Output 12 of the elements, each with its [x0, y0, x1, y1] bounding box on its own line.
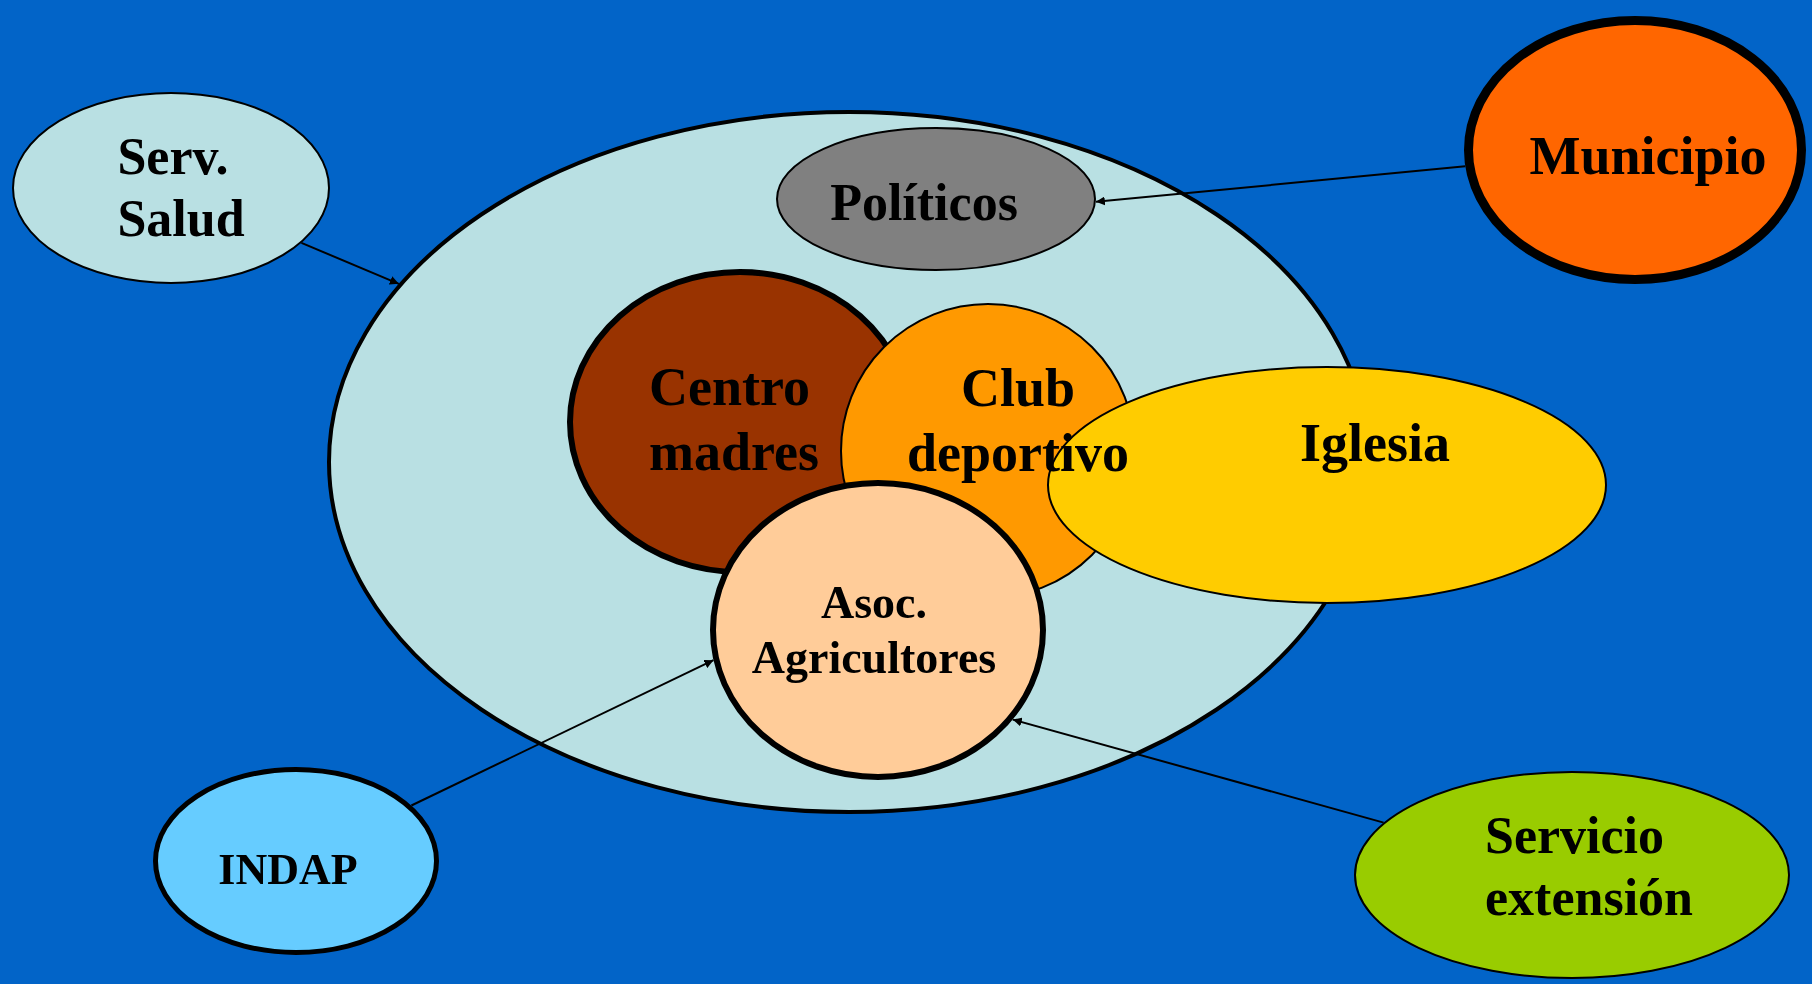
arrow — [410, 659, 715, 807]
arrow — [1094, 165, 1467, 206]
node-label: Asoc. Agricultores — [751, 575, 997, 685]
node-label: Iglesia — [1300, 411, 1450, 475]
node-label: INDAP — [218, 843, 358, 896]
arrow — [1011, 717, 1385, 824]
node-label: Políticos — [830, 172, 1018, 233]
node-label: Centro madres — [649, 356, 819, 484]
node-label: Municipio — [1529, 124, 1767, 188]
node-label: Serv. Salud — [117, 126, 245, 249]
arrow — [300, 241, 400, 285]
node-label: Servicio extensión — [1485, 805, 1693, 928]
